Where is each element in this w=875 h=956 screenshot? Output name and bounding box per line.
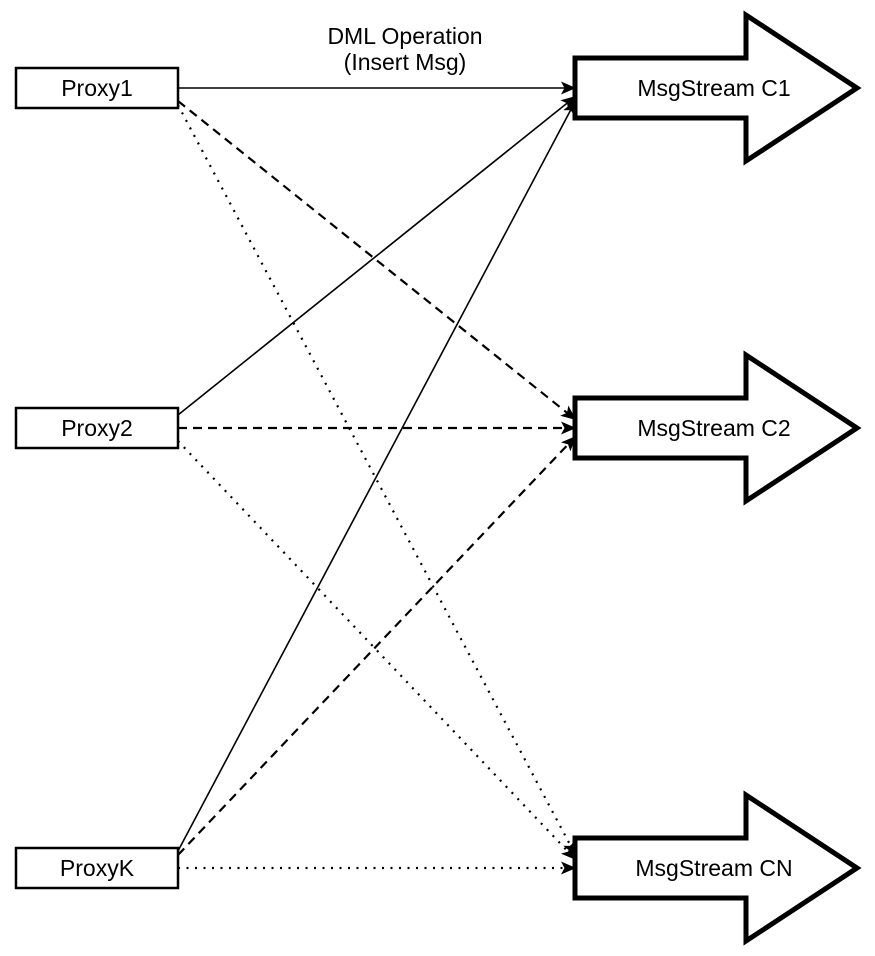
- proxy-node-proxy1: Proxy1: [14, 66, 180, 110]
- edge-proxy1-cn: [177, 104, 577, 857]
- edge-proxyK-c1: [177, 99, 577, 852]
- proxy-label-proxy2: Proxy2: [61, 415, 133, 441]
- diagram-title-line1: DML Operation: [327, 23, 482, 49]
- stream-label-c2: MsgStream C2: [637, 415, 790, 441]
- proxy-label-proxyK: ProxyK: [60, 855, 135, 881]
- proxy-node-proxyK: ProxyK: [14, 846, 180, 890]
- stream-arrows-layer: MsgStream C1 MsgStream C2 MsgStream CN: [572, 10, 862, 946]
- block-arrow-icon: [572, 10, 862, 166]
- edge-proxy1-c2: [177, 100, 577, 421]
- diagram-title-line2: (Insert Msg): [344, 49, 467, 75]
- edge-proxyK-c2: [177, 435, 577, 856]
- stream-arrow-c1: MsgStream C1: [572, 10, 862, 166]
- stream-label-cn: MsgStream CN: [635, 855, 792, 881]
- edge-proxy2-cn: [177, 440, 577, 861]
- stream-label-c1: MsgStream C1: [637, 75, 790, 101]
- proxy-label-proxy1: Proxy1: [61, 75, 133, 101]
- stream-arrow-c2: MsgStream C2: [572, 350, 862, 506]
- block-arrow-icon: [572, 350, 862, 506]
- proxy-node-proxy2: Proxy2: [14, 406, 180, 450]
- block-arrow-icon: [572, 790, 862, 946]
- edges-layer: [177, 81, 577, 875]
- proxy-box: [14, 66, 180, 110]
- stream-arrow-cn: MsgStream CN: [572, 790, 862, 946]
- title-layer: DML Operation (Insert Msg): [327, 23, 482, 75]
- edge-proxy2-c1: [177, 95, 577, 416]
